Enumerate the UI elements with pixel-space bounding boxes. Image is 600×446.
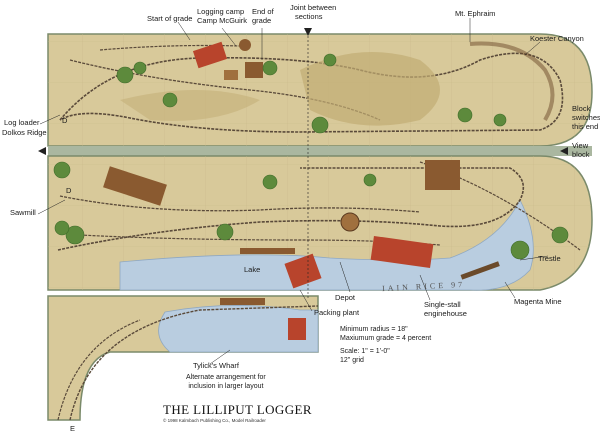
label-view-block-1: View — [572, 141, 589, 150]
alternate-section — [47, 295, 319, 421]
tylicks-wharf — [220, 298, 265, 305]
label-mt-ephraim: Mt. Ephraim — [455, 9, 496, 18]
note-scale: Scale: 1" = 1'-0" — [340, 348, 390, 355]
label-packing-plant: Packing plant — [314, 308, 360, 317]
turntable — [340, 212, 360, 232]
label-log-loader: Log loader — [4, 118, 40, 127]
tree-clusters — [53, 53, 569, 260]
koester-canyon-ravine — [469, 41, 555, 122]
label-block-1: Block — [572, 104, 591, 113]
label-single-stall-1: Single-stall — [424, 300, 461, 309]
packing-plant-building — [284, 253, 322, 289]
note-grid: 12" grid — [340, 357, 364, 364]
label-logging-camp: Logging camp — [197, 7, 245, 16]
enginehouse-building — [370, 235, 434, 269]
upper-section — [47, 33, 593, 147]
plan-title: THE LILLIPUT LOGGER — [163, 402, 312, 417]
trestle — [460, 261, 500, 280]
label-block-2: switches — [572, 113, 600, 122]
note-max-grade: Maxiumum grade = 4 percent — [340, 335, 432, 342]
sawmill-building — [103, 166, 167, 206]
label-dolkos-ridge: Dolkos Ridge — [2, 128, 47, 137]
alternate-caption-2: inclusion in larger layout — [188, 383, 264, 390]
label-koester-canyon: Koester Canyon — [530, 34, 584, 43]
label-end-of-grade-1: End of — [252, 7, 274, 16]
label-start-of-grade: Start of grade — [147, 14, 193, 23]
label-lake: Lake — [244, 265, 261, 274]
label-view-block-2: block — [572, 150, 590, 159]
label-sawmill: Sawmill — [10, 208, 36, 217]
label-mark-d-upper: D — [62, 116, 68, 125]
label-block-3: this end — [572, 122, 599, 131]
label-magenta-mine: Magenta Mine — [514, 297, 562, 306]
joint-marker-icon — [304, 28, 312, 36]
depot-building — [240, 248, 295, 254]
lower-section — [47, 155, 593, 291]
view-block-marker-icon — [560, 147, 568, 155]
magenta-mine-building — [425, 160, 460, 190]
water-tank — [239, 39, 251, 51]
plan-notes: Minimum radius = 18" Maxiumum grade = 4 … — [340, 325, 431, 365]
label-depot: Depot — [335, 293, 356, 302]
label-joint-1: Joint between — [290, 3, 337, 12]
copyright-line: © 1998 Kalmbach Publishing Co., Model Ra… — [163, 418, 266, 423]
label-camp-mcguirk: Camp McGuirk — [197, 16, 248, 25]
label-trestle: Trestle — [538, 254, 561, 263]
label-tylicks-wharf: Tylick's Wharf — [193, 361, 240, 370]
view-block-divider — [48, 146, 592, 156]
note-min-radius: Minimum radius = 18" — [340, 326, 408, 333]
alternate-caption-1: Alternate arrangement for — [186, 374, 266, 381]
label-mark-d-lower: D — [66, 186, 72, 195]
label-joint-2: sections — [295, 12, 323, 21]
logging-camp-building — [192, 41, 228, 69]
alternate-water — [158, 305, 319, 353]
label-end-of-grade-2: grade — [252, 16, 272, 25]
camp-mcguirk-building — [245, 62, 263, 78]
alternate-caption: Alternate arrangement for inclusion in l… — [186, 373, 266, 391]
label-mark-e: E — [70, 424, 76, 433]
label-single-stall-2: enginehouse — [424, 309, 467, 318]
